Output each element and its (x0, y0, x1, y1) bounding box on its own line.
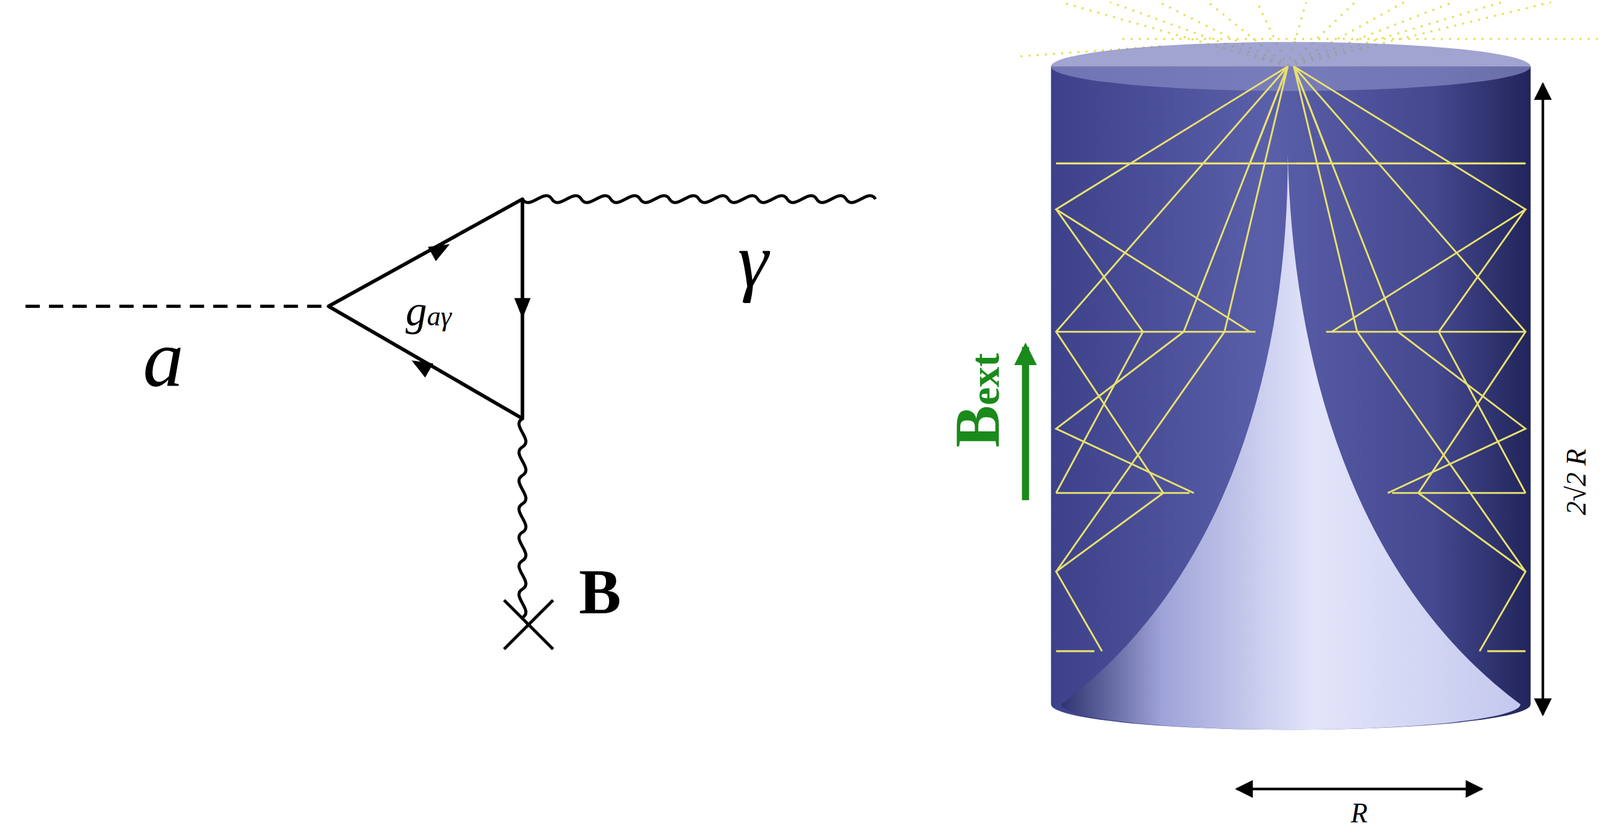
ray-path (1056, 650, 1094, 652)
ray-path (1438, 209, 1526, 493)
ray-path (1056, 162, 1526, 165)
field-photon-line (519, 418, 526, 618)
label: R (1350, 799, 1368, 828)
ray-paths-front (1056, 162, 1526, 165)
ray-path (1056, 209, 1143, 493)
feynman-diagram (25, 195, 876, 650)
label: a (142, 318, 184, 400)
label: B (578, 560, 622, 624)
fermion-arrowhead (514, 298, 531, 319)
ray-path (1293, 66, 1332, 164)
label: 2√2 R (1562, 448, 1591, 515)
ray-path (1392, 492, 1526, 494)
ray-path (1250, 66, 1288, 164)
label: γ (737, 221, 769, 300)
fermion-arrowhead (427, 243, 450, 261)
label: Bext (945, 353, 1010, 448)
cylinder-top (1051, 42, 1531, 91)
fermion-arrowhead (411, 360, 434, 378)
height-dimension (1541, 83, 1544, 715)
radius-dimension (1236, 787, 1482, 790)
ray-path (1056, 492, 1190, 494)
photon-line (522, 195, 876, 203)
cone (1061, 153, 1521, 730)
fermion-loop (328, 199, 523, 419)
ray-path (1487, 650, 1526, 652)
field-cross (504, 600, 554, 649)
cylinder-cavity (1020, 2, 1599, 731)
cylinder-body (1051, 66, 1531, 730)
dotted-ray (1122, 37, 1598, 40)
ray-path (1325, 330, 1526, 333)
label: gaγ (405, 289, 452, 333)
axion-line (25, 304, 329, 308)
ray-path (1056, 330, 1256, 333)
field-arrow (1021, 346, 1029, 500)
